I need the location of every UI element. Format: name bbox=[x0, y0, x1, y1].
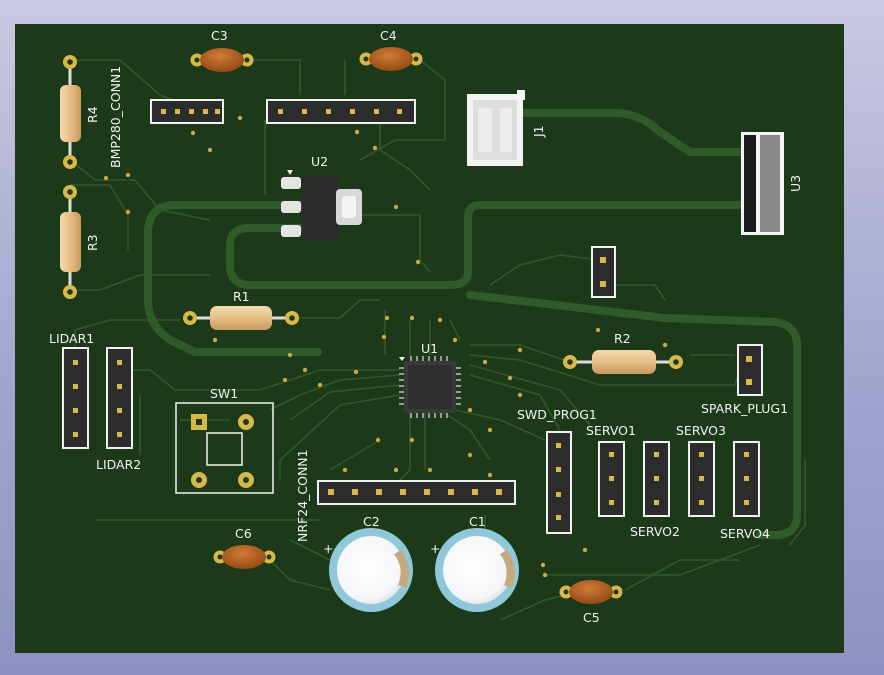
label-spark: SPARK_PLUG1 bbox=[701, 401, 788, 416]
connector-u3 bbox=[741, 132, 784, 235]
switch-sw1 bbox=[175, 402, 274, 494]
servo1-header bbox=[598, 441, 625, 517]
label-servo4: SERVO4 bbox=[720, 526, 770, 541]
label-c3: C3 bbox=[211, 28, 228, 43]
capacitor-c5 bbox=[559, 580, 623, 604]
label-c4: C4 bbox=[380, 28, 397, 43]
label-c1: C1 bbox=[469, 514, 486, 529]
capacitor-c1: + bbox=[430, 528, 519, 612]
servo2-header bbox=[643, 441, 670, 517]
servo4-header bbox=[733, 441, 760, 517]
label-swd: SWD_PROG1 bbox=[517, 407, 597, 422]
capacitor-c2: + bbox=[323, 528, 413, 612]
label-lidar2: LIDAR2 bbox=[96, 457, 141, 472]
servo3-header bbox=[688, 441, 715, 517]
header-2pin bbox=[591, 246, 616, 298]
svg-text:+: + bbox=[430, 541, 440, 556]
label-servo2: SERVO2 bbox=[630, 524, 680, 539]
vias bbox=[103, 115, 668, 578]
lidar1-header bbox=[62, 347, 89, 449]
resistor-r2 bbox=[563, 350, 683, 374]
swd-prog-header bbox=[546, 431, 572, 534]
label-u2: U2 bbox=[311, 154, 328, 169]
label-c5: C5 bbox=[583, 610, 600, 625]
resistor-r4 bbox=[60, 55, 81, 169]
label-lidar1: LIDAR1 bbox=[49, 331, 94, 346]
silkscreen-labels: C3 C4 R4 BMP280_CONN1 U2 J1 U3 R3 R1 R2 … bbox=[49, 28, 803, 625]
label-sw1: SW1 bbox=[210, 386, 238, 401]
label-c6: C6 bbox=[235, 526, 252, 541]
regulator-u2 bbox=[281, 170, 362, 240]
label-r3: R3 bbox=[85, 234, 100, 251]
capacitor-c4 bbox=[359, 47, 423, 71]
svg-text:+: + bbox=[323, 541, 333, 556]
label-r1: R1 bbox=[233, 289, 250, 304]
spark-plug-header bbox=[737, 344, 763, 396]
lidar2-header bbox=[106, 347, 133, 449]
power-traces bbox=[144, 109, 801, 539]
capacitor-c6 bbox=[213, 545, 276, 569]
label-u3: U3 bbox=[788, 175, 803, 192]
header-6pin bbox=[266, 99, 416, 124]
label-servo1: SERVO1 bbox=[586, 423, 636, 438]
label-u1: U1 bbox=[421, 341, 438, 356]
label-j1: J1 bbox=[531, 125, 546, 138]
connector-j1 bbox=[467, 90, 525, 166]
nrf24-connector-header bbox=[317, 480, 516, 505]
label-r2: R2 bbox=[614, 331, 631, 346]
mcu-u1 bbox=[399, 356, 461, 418]
label-r4: R4 bbox=[85, 106, 100, 123]
label-servo3: SERVO3 bbox=[676, 423, 726, 438]
label-c2: C2 bbox=[363, 514, 380, 529]
capacitor-c3 bbox=[190, 48, 254, 72]
label-nrf24: NRF24_CONN1 bbox=[295, 449, 310, 542]
resistor-r1 bbox=[183, 306, 299, 330]
signal-traces bbox=[69, 59, 806, 621]
label-bmp280: BMP280_CONN1 bbox=[108, 66, 123, 168]
bmp280-connector-header bbox=[150, 99, 224, 124]
resistor-r3 bbox=[60, 185, 81, 299]
